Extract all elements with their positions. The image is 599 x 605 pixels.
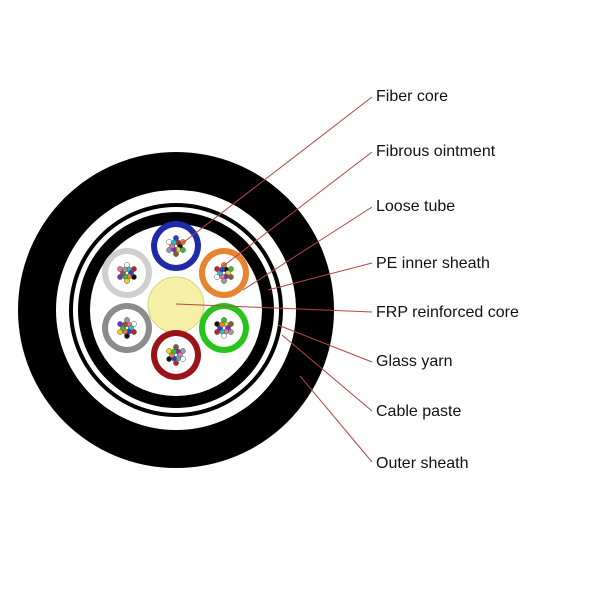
fiber-core <box>122 266 128 273</box>
label-fiber-core: Fiber core <box>376 88 449 105</box>
label-loose-tube: Loose tube <box>376 198 456 215</box>
tube-gel <box>108 309 146 347</box>
label-cable-paste: Cable paste <box>376 403 462 420</box>
fiber-core <box>219 321 225 328</box>
fiber-core <box>122 321 128 328</box>
label-pe-inner-sheath: PE inner sheath <box>376 255 490 272</box>
loose-tube <box>102 248 152 298</box>
loose-tube <box>151 221 201 271</box>
tube-gel <box>157 227 195 265</box>
tube-gel <box>108 254 146 292</box>
leader-line <box>179 96 373 246</box>
leader-line <box>242 206 373 291</box>
leader-line <box>299 375 373 463</box>
label-glass-yarn: Glass yarn <box>376 353 453 370</box>
label-outer-sheath: Outer sheath <box>376 455 469 472</box>
loose-tube <box>199 248 249 298</box>
leader-line <box>277 324 373 363</box>
leader-line <box>175 303 373 313</box>
label-frp-reinforced-core: FRP reinforced core <box>376 304 519 321</box>
fiber-core <box>171 239 177 246</box>
leader-lines <box>175 96 373 463</box>
loose-tubes <box>102 221 249 380</box>
loose-tube <box>151 330 201 380</box>
loose-tube <box>102 303 152 353</box>
leader-line <box>267 262 373 291</box>
leader-line <box>281 334 373 412</box>
tube-gel <box>157 336 195 374</box>
fiber-core <box>171 348 177 355</box>
label-fibrous-ointment: Fibrous ointment <box>376 143 496 160</box>
loose-tube <box>199 303 249 353</box>
tube-gel <box>205 254 243 292</box>
leader-line <box>217 151 373 271</box>
tube-gel <box>205 309 243 347</box>
